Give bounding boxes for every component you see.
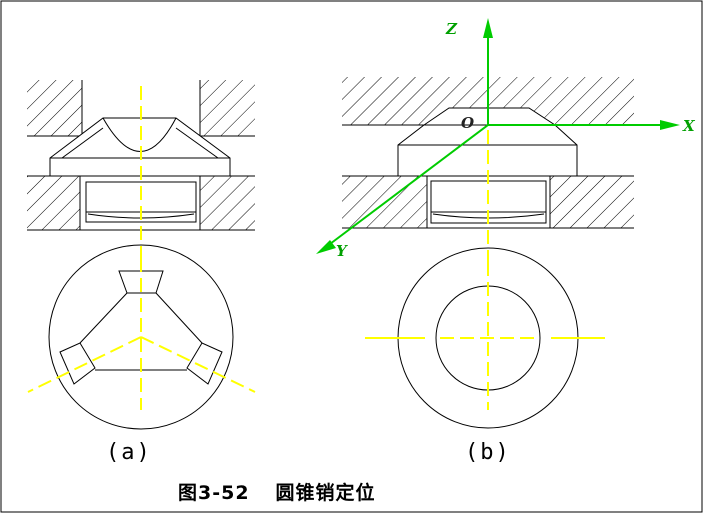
caption-title: 圆锥销定位: [275, 482, 376, 504]
origin-label: O: [461, 114, 475, 132]
y-axis-label: Y: [336, 242, 347, 260]
y-axis: [321, 124, 489, 251]
view-a-plan: [27, 244, 256, 430]
view-b-plan: [365, 247, 605, 429]
caption-number: 图3-52: [178, 482, 250, 504]
subfigure-label-a: (a): [106, 440, 152, 465]
z-axis-label: Z: [446, 20, 457, 38]
x-axis-label: X: [683, 117, 695, 135]
coordinate-axes: [316, 18, 680, 254]
subfigure-label-b: (b): [465, 440, 511, 465]
figure-caption: 图3-52 圆锥销定位: [178, 478, 376, 505]
view-a-section: [27, 80, 255, 265]
